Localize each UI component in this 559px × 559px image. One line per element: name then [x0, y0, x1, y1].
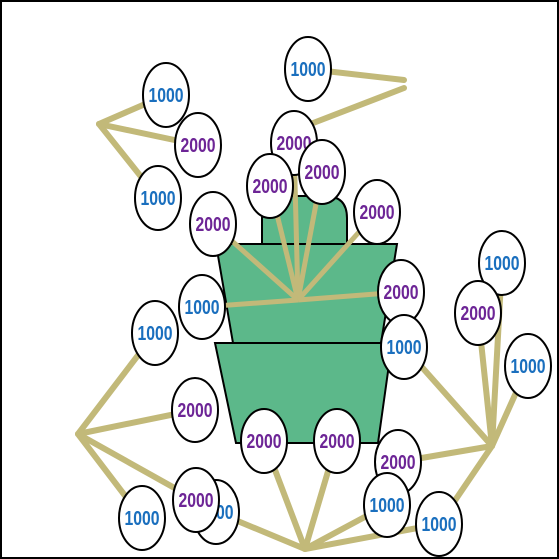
balloon-body [240, 408, 288, 474]
balloon-value: 2000 [178, 400, 213, 422]
balloon-body [174, 112, 222, 178]
balloons: 1000 1000 2000 1000 2000 2000 2000 2000 2000 1000… [118, 36, 552, 557]
balloon-2000[interactable]: 2000 [172, 467, 220, 533]
balloon-value: 2000 [247, 431, 282, 453]
balloon-value: 2000 [277, 133, 312, 155]
balloon-value: 2000 [320, 431, 355, 453]
balloon-1000[interactable]: 1000 [284, 36, 332, 102]
balloon-value: 1000 [138, 323, 173, 345]
basket-bottom-tier [213, 342, 394, 444]
balloon-value: 1000 [511, 356, 546, 378]
balloon-body [363, 472, 411, 538]
balloon-2000[interactable]: 2000 [240, 408, 288, 474]
balloon-body [246, 153, 294, 219]
balloon-body [454, 280, 502, 346]
balloon-value: 1000 [291, 59, 326, 81]
balloon-body [134, 165, 182, 231]
balloon-body [478, 230, 526, 296]
balloon-1000[interactable]: 1000 [134, 165, 182, 231]
balloon-2000[interactable]: 2000 [313, 408, 361, 474]
balloon-2000[interactable]: 2000 [353, 179, 401, 245]
balloon-body [171, 377, 219, 443]
balloon-value: 2000 [381, 452, 416, 474]
balloon-body [313, 408, 361, 474]
balloon-body [178, 274, 226, 340]
balloon-value: 1000 [422, 514, 457, 536]
balloon-value: 2000 [461, 303, 496, 325]
balloon-value: 2000 [253, 176, 288, 198]
balloon-2000[interactable]: 2000 [377, 259, 425, 325]
balloon-2000[interactable]: 2000 [171, 377, 219, 443]
balloon-value: 1000 [387, 337, 422, 359]
balloon-value: 2000 [196, 214, 231, 236]
balloon-1000[interactable]: 1000 [380, 314, 428, 380]
balloon-body [504, 333, 552, 399]
balloon-1000[interactable]: 1000 [504, 333, 552, 399]
balloon-2000[interactable]: 2000 [189, 191, 237, 257]
balloon-value: 2000 [179, 490, 214, 512]
balloon-body [131, 300, 179, 366]
balloon-2000[interactable]: 2000 [298, 139, 346, 205]
balloon-body [380, 314, 428, 380]
balloon-value: 2000 [360, 202, 395, 224]
balloon-body [353, 179, 401, 245]
balloon-value: 1000 [141, 188, 176, 210]
balloon-body [172, 467, 220, 533]
balloon-string [305, 85, 407, 128]
balloon-1000[interactable]: 1000 [363, 472, 411, 538]
balloon-2000[interactable]: 2000 [246, 153, 294, 219]
balloon-2000[interactable]: 2000 [174, 112, 222, 178]
balloon-value: 1000 [149, 85, 184, 107]
balloon-body [415, 491, 463, 557]
balloon-value: 1000 [485, 253, 520, 275]
balloon-1000[interactable]: 1000 [178, 274, 226, 340]
balloon-body [298, 139, 346, 205]
balloon-value: 1000 [125, 508, 160, 530]
balloon-1000[interactable]: 1000 [142, 62, 190, 128]
balloon-value: 2000 [305, 162, 340, 184]
balloon-body [284, 36, 332, 102]
balloon-value: 2000 [384, 282, 419, 304]
balloon-body [189, 191, 237, 257]
balloon-1000[interactable]: 1000 [131, 300, 179, 366]
balloon-body [142, 62, 190, 128]
balloon-body [118, 485, 166, 551]
balloon-value: 1000 [370, 495, 405, 517]
balloon-1000[interactable]: 1000 [478, 230, 526, 296]
balloon-2000[interactable]: 2000 [374, 429, 422, 495]
balloon-1000[interactable]: 1000 [118, 485, 166, 551]
balloon-2000[interactable]: 2000 [454, 280, 502, 346]
balloon-value: 1000 [185, 297, 220, 319]
balloon-1000[interactable]: 1000 [415, 491, 463, 557]
balloon-value: 2000 [181, 135, 216, 157]
